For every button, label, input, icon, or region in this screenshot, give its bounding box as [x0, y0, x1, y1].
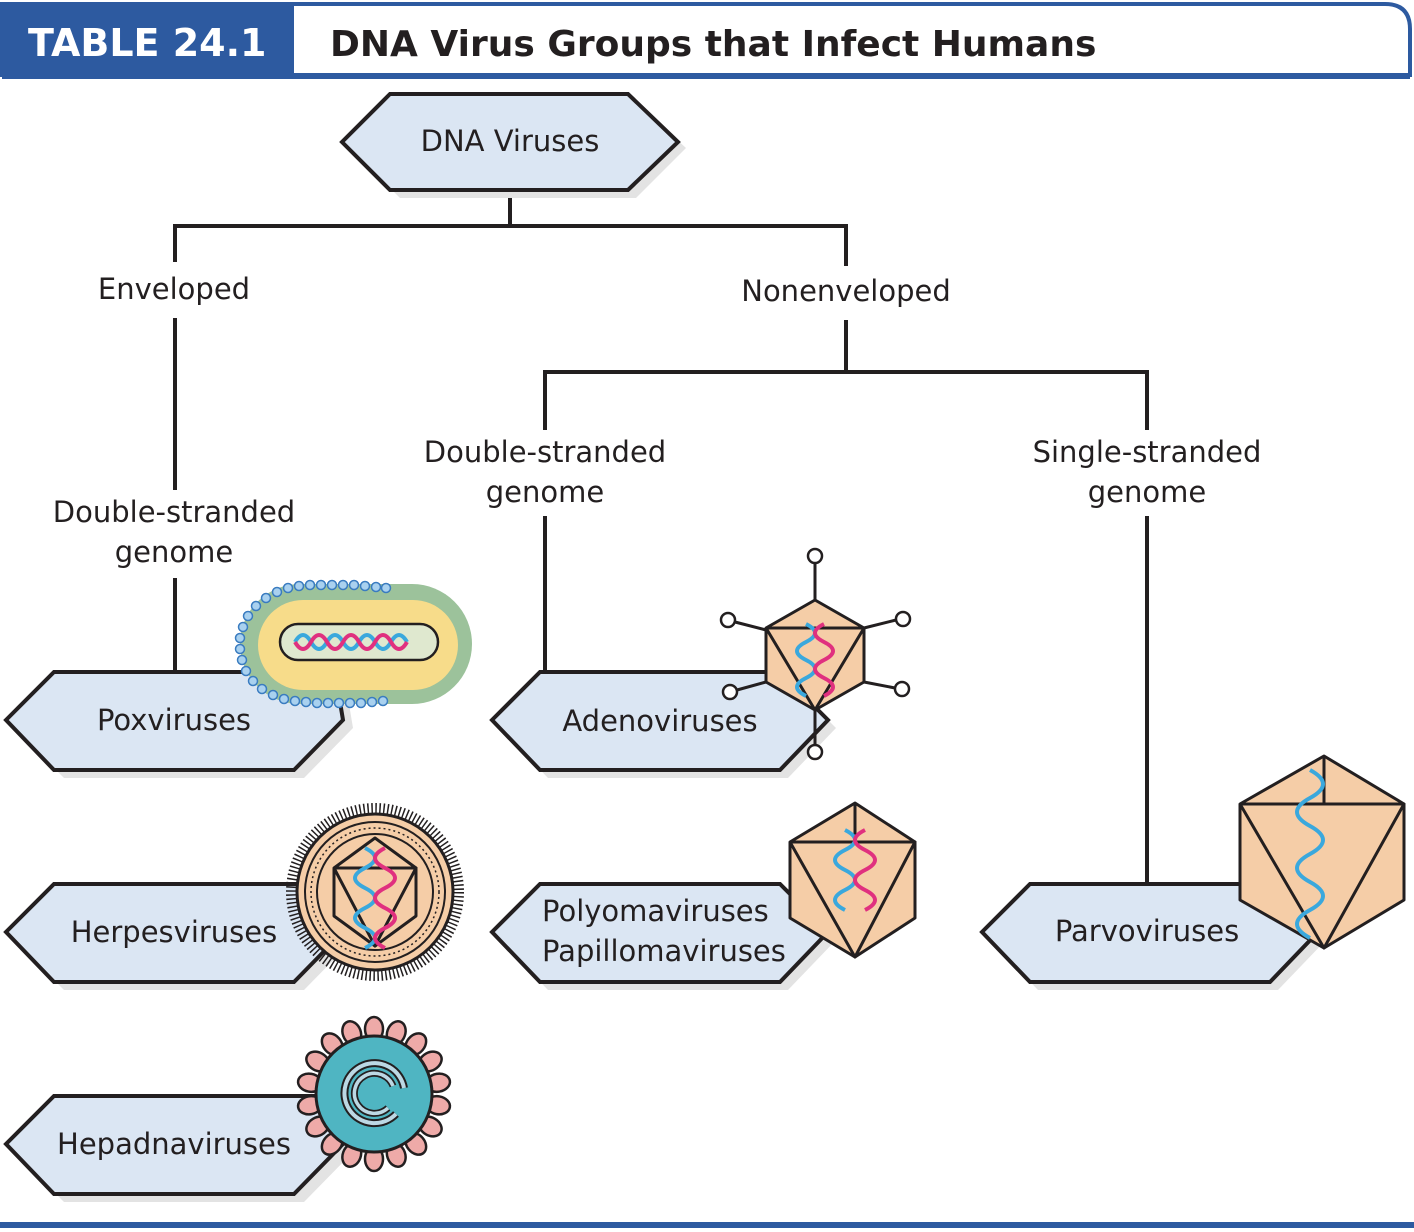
- table-title: DNA Virus Groups that Infect Humans: [330, 24, 1096, 65]
- table-header: TABLE 24.1 DNA Virus Groups that Infect …: [0, 2, 1412, 79]
- parvoviruses-node: Parvoviruses: [979, 882, 1326, 990]
- hepadnaviruses-node: Hepadnaviruses: [3, 1094, 353, 1202]
- enveloped-genome-label-line1: Double-stranded: [53, 495, 295, 529]
- tree-connectors: [173, 190, 1149, 884]
- nonenveloped-ds-genome-label-line2: genome: [486, 475, 604, 509]
- adenoviruses-node: Adenoviruses: [489, 670, 836, 778]
- table-number: TABLE 24.1: [28, 21, 267, 65]
- hepadnavirus-icon: [296, 1015, 452, 1173]
- polyomavirus-icon: [788, 801, 917, 959]
- footer-rule: [0, 1222, 1414, 1228]
- root-node: DNA Viruses: [339, 92, 686, 198]
- poxviruses-node: Poxviruses: [3, 670, 353, 778]
- nonenveloped-ss-genome-label-line1: Single-stranded: [1033, 435, 1262, 469]
- nonenveloped-ds-genome-label-line1: Double-stranded: [424, 435, 666, 469]
- poxviruses-label: Poxviruses: [97, 703, 251, 737]
- adenoviruses-label: Adenoviruses: [562, 704, 757, 738]
- enveloped-genome-label-line2: genome: [115, 535, 233, 569]
- polyomaviruses-node: Polyomaviruses Papillomaviruses: [489, 882, 836, 990]
- adenovirus-icon: [719, 547, 912, 761]
- herpesviruses-label: Herpesviruses: [71, 915, 278, 949]
- poxvirus-icon: [234, 579, 472, 709]
- hepadnaviruses-label: Hepadnaviruses: [57, 1127, 291, 1161]
- root-label: DNA Viruses: [421, 124, 600, 158]
- polyomaviruses-label: Polyomaviruses: [542, 894, 769, 928]
- enveloped-label: Enveloped: [98, 272, 250, 306]
- herpesvirus-icon: [286, 803, 464, 981]
- nonenveloped-ss-genome-label-line2: genome: [1088, 475, 1206, 509]
- parvovirus-icon: [1238, 754, 1406, 950]
- parvoviruses-label: Parvoviruses: [1055, 914, 1239, 948]
- papillomaviruses-label: Papillomaviruses: [542, 934, 786, 968]
- nonenveloped-label: Nonenveloped: [741, 274, 951, 308]
- header-number-background: [2, 4, 294, 77]
